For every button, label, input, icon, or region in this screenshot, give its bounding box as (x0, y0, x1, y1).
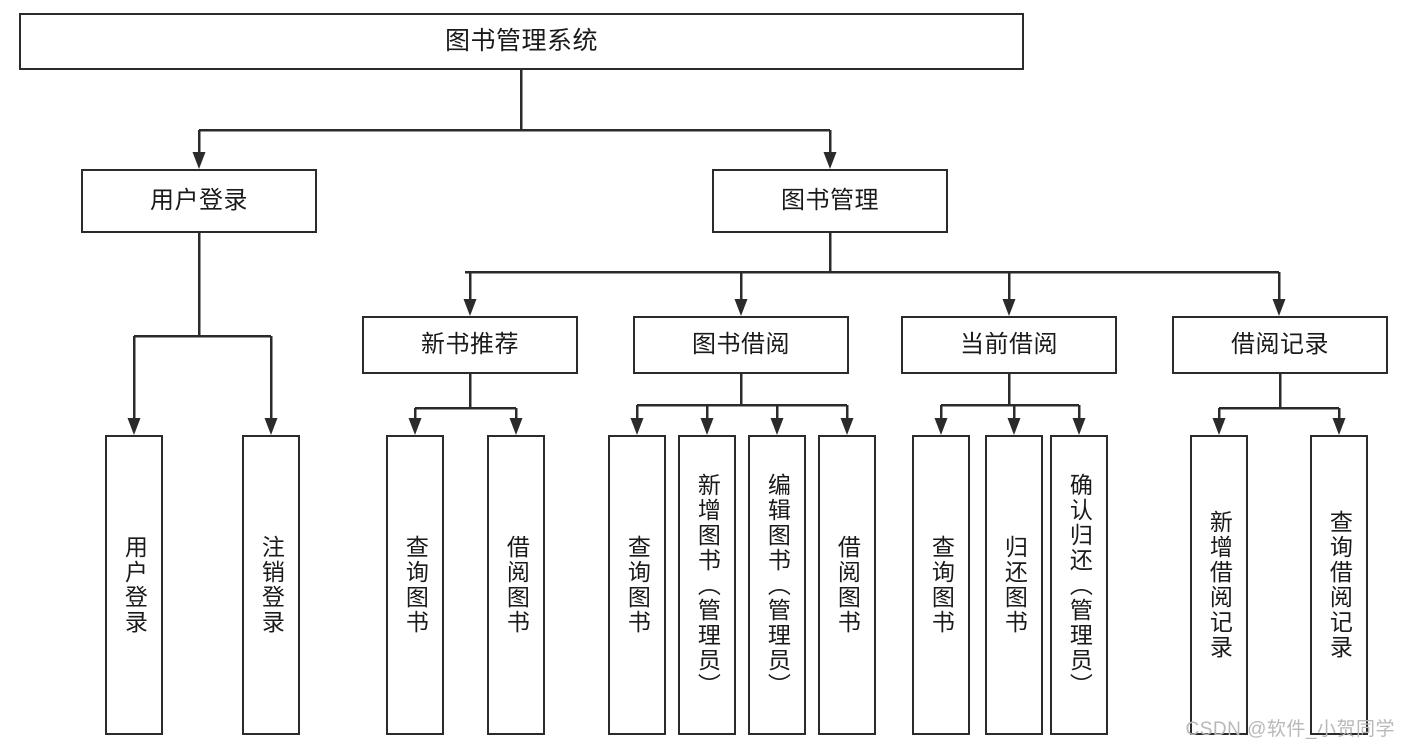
node-leaf-rec-query[interactable]: 查询借阅记录 (1310, 435, 1368, 735)
arrowhead-icon (1212, 418, 1226, 435)
arrowhead-icon (1332, 418, 1346, 435)
arrowhead-icon (700, 418, 714, 435)
node-leaf-nb-borrow[interactable]: 借阅图书 (487, 435, 545, 735)
node-label-leaf-rec-query: 查询借阅记录 (1326, 510, 1353, 660)
arrowhead-icon (1007, 418, 1021, 435)
node-label-l3-newbook: 新书推荐 (421, 330, 519, 358)
node-l2-login[interactable]: 用户登录 (81, 169, 317, 233)
node-leaf-cur-query[interactable]: 查询图书 (912, 435, 970, 735)
node-label-leaf-cur-return: 归还图书 (1001, 535, 1028, 635)
arrowhead-icon (770, 418, 784, 435)
node-label-l2-login: 用户登录 (150, 186, 248, 214)
node-l3-records[interactable]: 借阅记录 (1172, 316, 1388, 374)
arrowhead-icon (823, 152, 837, 169)
node-l3-current[interactable]: 当前借阅 (901, 316, 1117, 374)
node-leaf-bk-query[interactable]: 查询图书 (608, 435, 666, 735)
arrowhead-icon (630, 418, 644, 435)
arrowhead-icon (463, 299, 477, 316)
node-leaf-cur-return[interactable]: 归还图书 (985, 435, 1043, 735)
node-label-l3-borrow: 图书借阅 (692, 330, 790, 358)
node-leaf-user-login[interactable]: 用户登录 (105, 435, 163, 735)
node-label-leaf-nb-query: 查询图书 (402, 535, 429, 635)
arrowhead-icon (509, 418, 523, 435)
arrowhead-icon (734, 299, 748, 316)
node-label-leaf-bk-add: 新增图书（管理员） (694, 472, 721, 698)
node-label-leaf-bk-query: 查询图书 (624, 535, 651, 635)
node-label-leaf-bk-edit: 编辑图书（管理员） (764, 472, 791, 698)
node-leaf-rec-add[interactable]: 新增借阅记录 (1190, 435, 1248, 735)
arrowhead-icon (1002, 299, 1016, 316)
node-label-leaf-cur-confirm: 确认归还（管理员） (1066, 472, 1093, 698)
node-leaf-cur-confirm[interactable]: 确认归还（管理员） (1050, 435, 1108, 735)
node-label-l3-current: 当前借阅 (960, 330, 1058, 358)
node-leaf-bk-borrow[interactable]: 借阅图书 (818, 435, 876, 735)
arrowhead-icon (264, 418, 278, 435)
node-leaf-bk-add[interactable]: 新增图书（管理员） (678, 435, 736, 735)
node-root[interactable]: 图书管理系统 (19, 13, 1024, 70)
arrowhead-icon (840, 418, 854, 435)
arrowhead-icon (1272, 299, 1286, 316)
arrowhead-icon (127, 418, 141, 435)
node-l3-borrow[interactable]: 图书借阅 (633, 316, 849, 374)
node-label-leaf-user-logout: 注销登录 (258, 535, 285, 635)
node-label-l2-manage: 图书管理 (781, 186, 879, 214)
arrowhead-icon (934, 418, 948, 435)
node-label-l3-records: 借阅记录 (1231, 330, 1329, 358)
arrowhead-icon (1072, 418, 1086, 435)
node-leaf-bk-edit[interactable]: 编辑图书（管理员） (748, 435, 806, 735)
node-l2-manage[interactable]: 图书管理 (712, 169, 948, 233)
node-label-leaf-nb-borrow: 借阅图书 (503, 535, 530, 635)
node-label-root: 图书管理系统 (444, 26, 598, 55)
node-label-leaf-user-login: 用户登录 (121, 535, 148, 635)
arrowhead-icon (408, 418, 422, 435)
node-label-leaf-cur-query: 查询图书 (928, 535, 955, 635)
node-label-leaf-bk-borrow: 借阅图书 (834, 535, 861, 635)
node-label-leaf-rec-add: 新增借阅记录 (1206, 510, 1233, 660)
node-leaf-nb-query[interactable]: 查询图书 (386, 435, 444, 735)
node-l3-newbook[interactable]: 新书推荐 (362, 316, 578, 374)
arrowhead-icon (192, 152, 206, 169)
node-leaf-user-logout[interactable]: 注销登录 (242, 435, 300, 735)
